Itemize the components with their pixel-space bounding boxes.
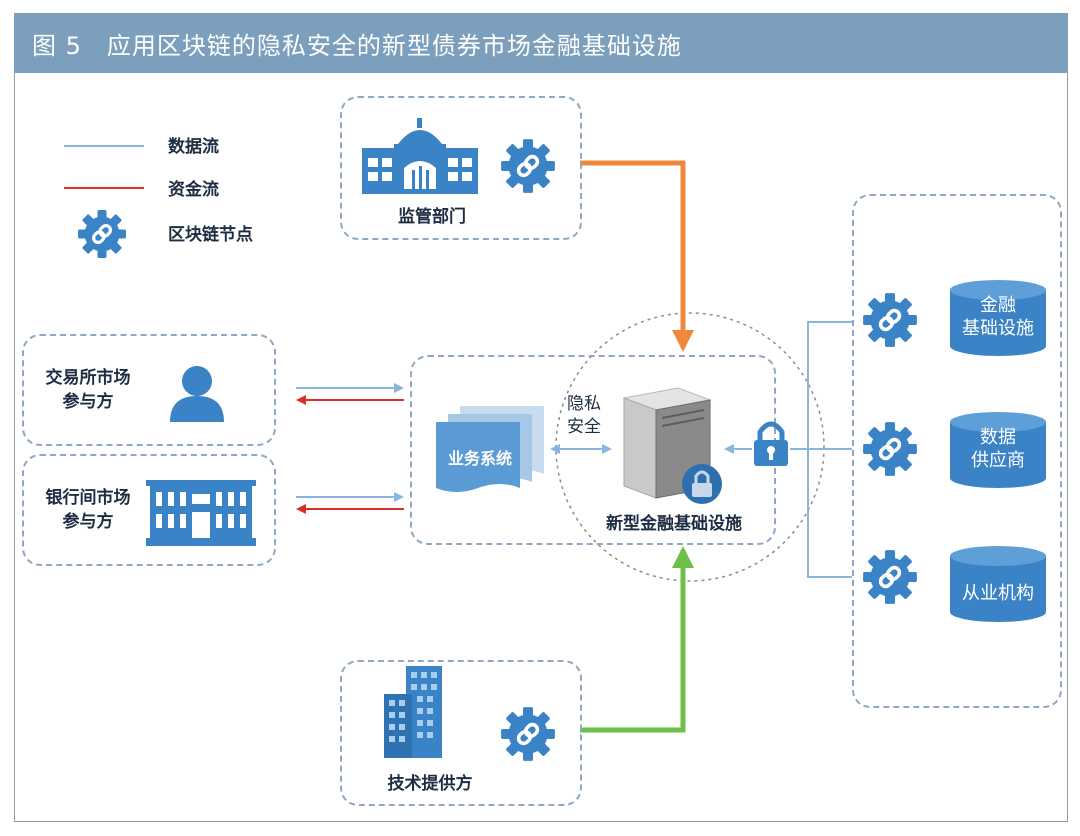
office-buildings-icon	[384, 666, 442, 758]
blockchain-node-icon	[76, 208, 128, 260]
lock-icon	[754, 421, 788, 466]
business-system-label: 业务系统	[447, 449, 512, 468]
exchange-label: 交易所市场 参与方	[45, 368, 131, 412]
legend-fund-flow-line	[64, 187, 144, 189]
legend-node-label: 区块链节点	[168, 225, 253, 245]
tech-provider-label: 技术提供方	[387, 774, 473, 794]
regulator-arrow	[580, 160, 694, 352]
legend-data-flow-line	[64, 145, 144, 147]
documents-icon	[436, 406, 544, 492]
bank-building-icon	[146, 480, 256, 546]
government-building-icon	[362, 118, 478, 194]
database-icon	[950, 280, 1046, 356]
interbank-label: 银行间市场 参与方	[45, 488, 131, 532]
right-group-box	[852, 194, 1062, 708]
blockchain-node-icon	[499, 137, 557, 195]
blockchain-node-icon	[861, 291, 919, 349]
database-icon	[950, 412, 1046, 488]
interbank-box	[22, 454, 276, 566]
blockchain-node-icon	[861, 548, 919, 606]
privacy-label: 隐私 安全	[567, 394, 601, 437]
blockchain-node-icon	[499, 705, 557, 763]
regulator-box	[340, 96, 582, 240]
tech-provider-box	[340, 660, 582, 806]
regulator-label: 监管部门	[398, 207, 466, 227]
right-item-0-label: 金融 基础设施	[962, 295, 1034, 339]
infrastructure-label: 新型金融基础设施	[606, 514, 742, 534]
legend-data-flow-label: 数据流	[168, 137, 219, 157]
figure-frame	[14, 73, 1068, 822]
right-item-1-label: 数据 供应商	[971, 427, 1025, 471]
legend-fund-flow-label: 资金流	[168, 180, 219, 200]
blockchain-node-icon	[861, 420, 919, 478]
figure-header: 图 5 应用区块链的隐私安全的新型债券市场金融基础设施	[14, 13, 1068, 73]
figure-title: 图 5 应用区块链的隐私安全的新型债券市场金融基础设施	[32, 32, 682, 60]
exchange-box	[22, 334, 276, 446]
tech-arrow	[580, 546, 694, 733]
right-item-2-label: 从业机构	[962, 583, 1034, 604]
person-icon	[170, 366, 224, 422]
database-icon	[950, 546, 1046, 622]
server-lock-icon	[622, 387, 722, 504]
